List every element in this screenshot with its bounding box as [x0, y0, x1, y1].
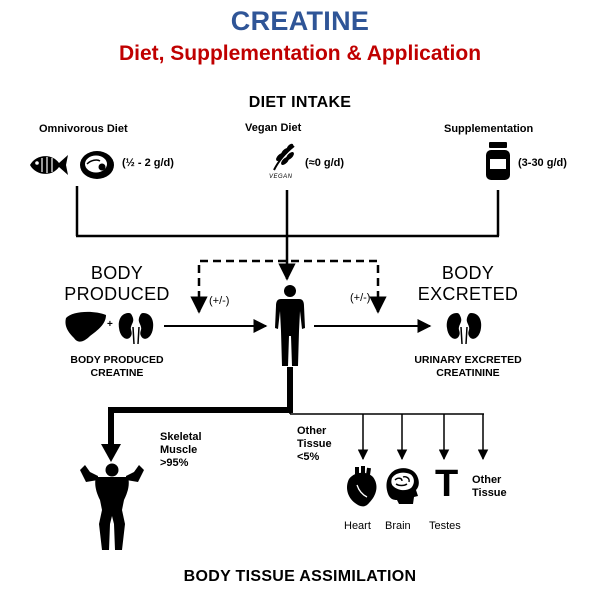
- steak-icon: [80, 151, 114, 179]
- vegan-amount: (≈0 g/d): [305, 157, 345, 169]
- main-title: CREATINE: [230, 6, 370, 36]
- kidneys-excreted-icon: [446, 313, 482, 344]
- testes-icon: T: [435, 463, 459, 505]
- supplement-jar-icon: [486, 142, 510, 180]
- body-excreted-caption-line1: URINARY EXCRETED: [414, 354, 522, 366]
- body-excreted-heading-line2: EXCRETED: [417, 284, 519, 304]
- body-produced-heading: BODY PRODUCED: [55, 263, 179, 305]
- skeletal-muscle-thick-line: [108, 367, 293, 446]
- body-excreted-heading: BODY EXCRETED: [408, 263, 528, 305]
- feedback-left-label: (+/-): [209, 295, 230, 307]
- heart-label: Heart: [344, 520, 371, 532]
- skeletal-muscle-line1: Skeletal: [160, 431, 202, 443]
- other-tissue-line2: Tissue: [297, 438, 332, 450]
- brain-label: Brain: [385, 520, 411, 532]
- other-tissue-target-line1: Other: [472, 474, 502, 486]
- footer-heading: BODY TISSUE ASSIMILATION: [183, 568, 417, 585]
- bodybuilder-icon: [80, 463, 144, 550]
- body-produced-caption-line2: CREATINE: [90, 367, 144, 379]
- other-tissue-label: Other Tissue <5%: [297, 425, 332, 464]
- body-produced-caption-line1: BODY PRODUCED: [70, 354, 164, 366]
- vegan-badge: VEGAN: [269, 174, 293, 180]
- fish-icon: [30, 155, 68, 175]
- other-tissue-percent: <5%: [297, 451, 320, 463]
- vegan-diet-label: Vegan Diet: [245, 122, 302, 134]
- liver-icon: [65, 311, 106, 342]
- wheat-icon: [273, 143, 295, 171]
- brain-icon: [386, 468, 419, 504]
- skeletal-muscle-line2: Muscle: [160, 444, 198, 456]
- body-produced-heading-line1: BODY: [90, 263, 144, 283]
- other-tissue-line1: Other: [297, 425, 327, 437]
- skeletal-muscle-percent: >95%: [160, 457, 189, 469]
- plus-sign: +: [107, 319, 113, 330]
- kidneys-icon: [118, 313, 154, 344]
- body-excreted-heading-line1: BODY: [441, 263, 495, 283]
- other-tissue-target-label: Other Tissue: [472, 474, 507, 500]
- body-excreted-caption-line2: CREATININE: [436, 367, 500, 379]
- diet-intake-heading: DIET INTAKE: [248, 94, 352, 111]
- omnivorous-diet-label: Omnivorous Diet: [39, 123, 128, 135]
- body-excreted-caption: URINARY EXCRETED CREATININE: [398, 354, 538, 380]
- body-produced-heading-line2: PRODUCED: [64, 284, 170, 304]
- skeletal-muscle-arrowhead: [101, 444, 121, 462]
- skeletal-muscle-label: Skeletal Muscle >95%: [160, 431, 202, 470]
- omnivorous-amount: (½ - 2 g/d): [122, 157, 174, 169]
- subtitle: Diet, Supplementation & Application: [118, 42, 482, 65]
- supplementation-amount: (3-30 g/d): [518, 157, 567, 169]
- body-produced-caption: BODY PRODUCED CREATINE: [55, 354, 179, 380]
- other-tissue-target-line2: Tissue: [472, 487, 507, 499]
- testes-label: Testes: [429, 520, 461, 532]
- human-body-icon: [275, 285, 305, 366]
- supplementation-label: Supplementation: [444, 123, 534, 135]
- heart-icon: [347, 466, 377, 507]
- feedback-right-label: (+/-): [350, 292, 371, 304]
